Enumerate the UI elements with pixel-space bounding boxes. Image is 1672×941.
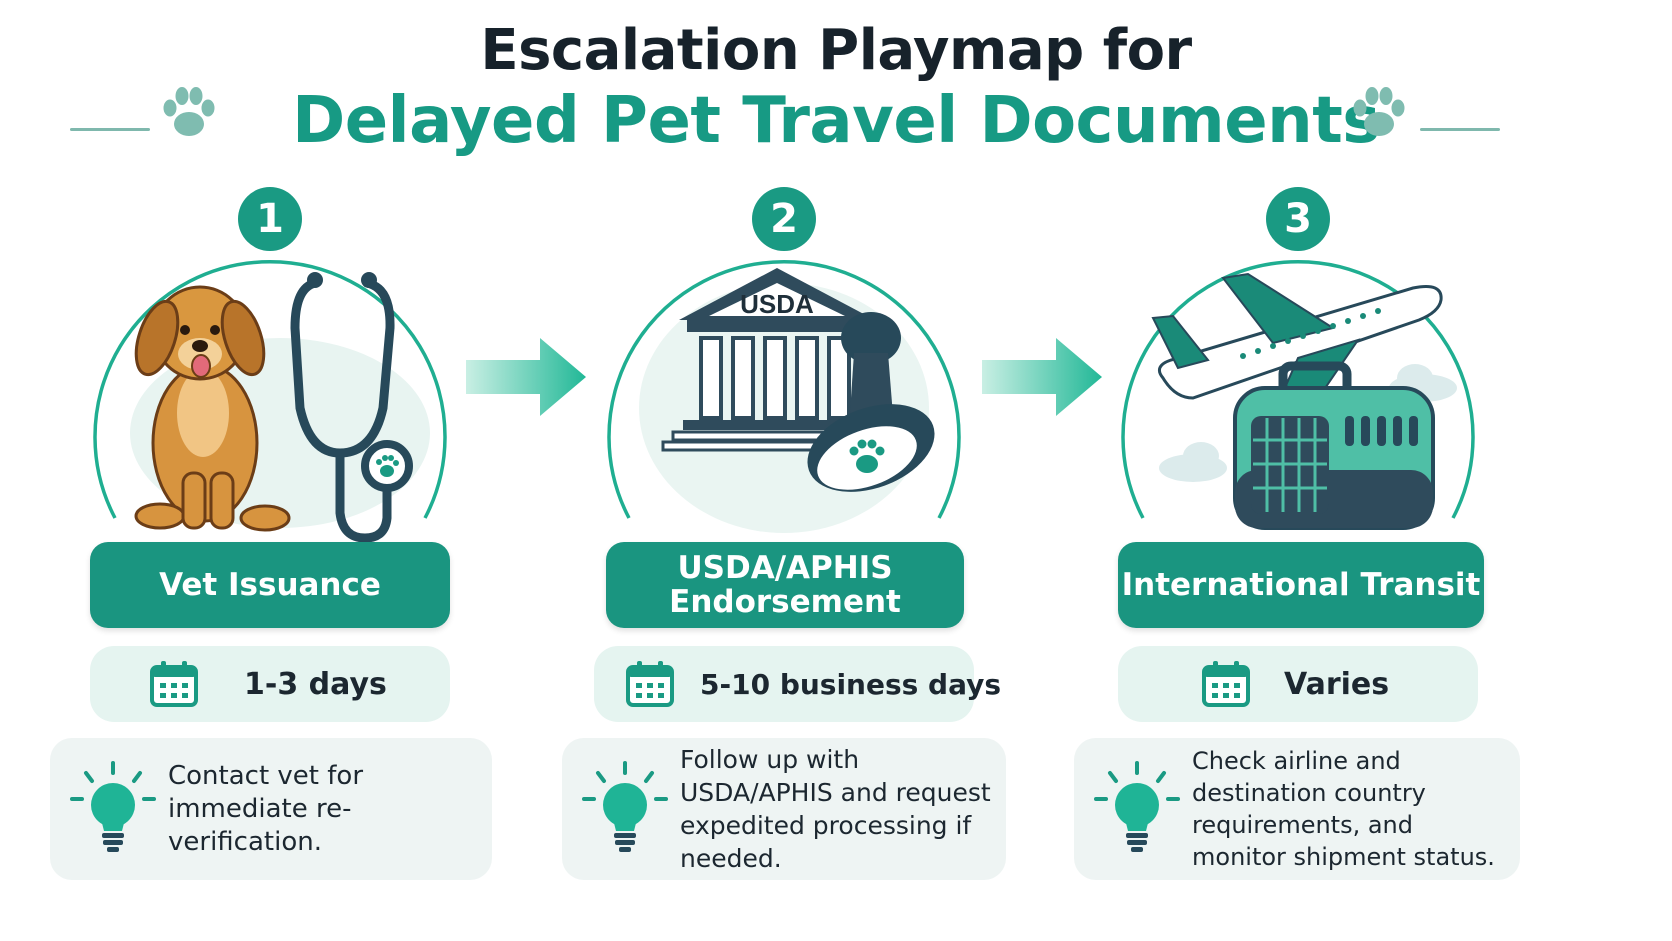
step-1: 1 Vet Issuance 1-3 days Contact vet for xyxy=(10,182,530,902)
duration-pill: Varies xyxy=(1118,646,1478,722)
lightbulb-icon xyxy=(1094,761,1180,852)
tip-text: Contact vet for immediate re-verificatio… xyxy=(168,760,364,857)
paw-icon xyxy=(163,87,215,136)
step-illustration xyxy=(95,238,445,588)
tip-text: Check airline and destination country re… xyxy=(1192,747,1495,871)
lightbulb-icon xyxy=(70,761,156,852)
step-ring xyxy=(589,218,979,608)
duration-pill: 5-10 business days xyxy=(594,646,1001,722)
step-number-badge: 2 xyxy=(747,182,821,256)
step-illustration: USDA xyxy=(609,238,959,588)
building-label: USDA xyxy=(740,289,814,319)
step-number: 3 xyxy=(1266,187,1330,251)
step-ring xyxy=(75,218,465,608)
step-number: 2 xyxy=(752,187,816,251)
arrow-right-icon xyxy=(982,338,1102,416)
government-building-icon: USDA xyxy=(661,268,893,452)
duration-text: 1-3 days xyxy=(244,666,387,702)
step-ring xyxy=(1103,218,1493,608)
step-2: USDA xyxy=(524,182,1044,902)
cloud-icon xyxy=(1159,364,1457,482)
step-illustration xyxy=(1123,238,1473,588)
calendar-icon xyxy=(150,661,198,707)
calendar-icon xyxy=(1202,661,1250,707)
decorative-line-left xyxy=(70,128,150,131)
paw-icon xyxy=(1353,87,1405,136)
step-title-banner: Vet Issuance xyxy=(90,542,450,628)
pet-carrier-icon xyxy=(1233,361,1435,530)
step-title-banner: USDA/APHIS Endorsement xyxy=(606,542,964,628)
arrow-right-icon xyxy=(466,338,586,416)
tip-text: Follow up with USDA/APHIS and request ex… xyxy=(680,745,991,873)
title-line-2: Delayed Pet Travel Documents xyxy=(292,84,1380,158)
step-title-banner: International Transit xyxy=(1118,542,1484,628)
duration-pill: 1-3 days xyxy=(90,646,450,722)
tip-card: Follow up with USDA/APHIS and request ex… xyxy=(562,738,1006,880)
dog-icon xyxy=(134,285,291,532)
step-number-badge: 1 xyxy=(233,182,307,256)
lightbulb-icon xyxy=(582,761,668,852)
duration-text: Varies xyxy=(1284,666,1390,702)
decorative-line-right xyxy=(1420,128,1500,131)
tip-card: Contact vet for immediate re-verificatio… xyxy=(50,738,492,880)
step-3: 3 International Transit Varies Check air xyxy=(1038,182,1558,902)
tip-card: Check airline and destination country re… xyxy=(1074,738,1520,880)
calendar-icon xyxy=(626,661,674,707)
step-number: 1 xyxy=(238,187,302,251)
title-line-1: Escalation Playmap for xyxy=(480,18,1192,83)
rubber-stamp-icon xyxy=(807,312,935,492)
step-number-badge: 3 xyxy=(1261,182,1335,256)
duration-text: 5-10 business days xyxy=(700,667,1002,701)
